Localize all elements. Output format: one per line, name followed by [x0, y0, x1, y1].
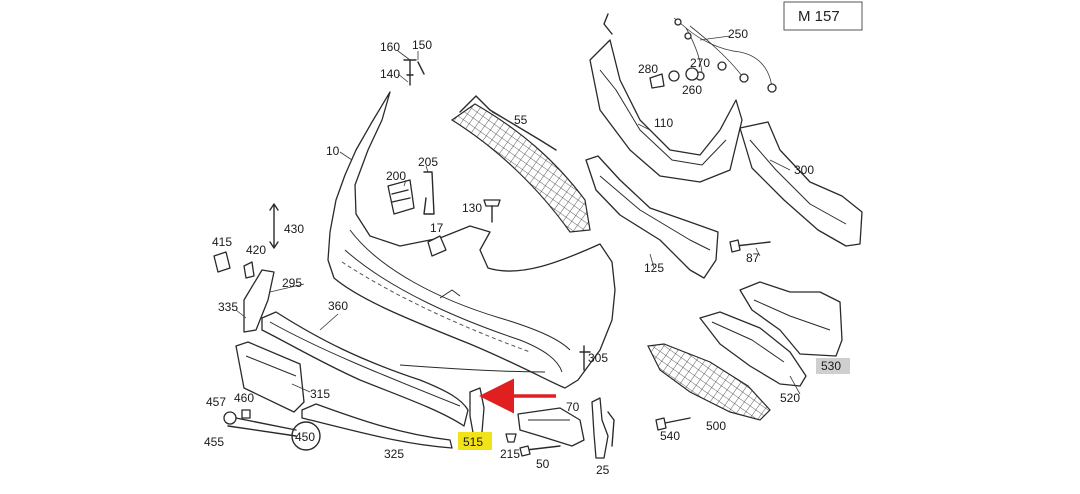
reference-code: M 157 [798, 8, 840, 25]
reference-code-box: M 157 [783, 1, 863, 31]
callout-25: 25 [596, 463, 610, 477]
callout-415: 415 [212, 235, 232, 249]
callout-450: 450 [295, 430, 315, 444]
wire-harness-250 [673, 17, 777, 93]
upper-grille-55 [450, 95, 591, 233]
carrier-110 [589, 13, 743, 183]
callout-270: 270 [690, 56, 710, 70]
callout-420: 420 [246, 243, 266, 257]
callout-125: 125 [644, 261, 664, 275]
pin-130 [483, 199, 501, 223]
callout-260: 260 [682, 83, 702, 97]
absorber-300 [739, 121, 863, 247]
clip-140-150-160 [403, 59, 425, 86]
bumper-cover-part [327, 91, 616, 389]
hardware-450-set [223, 409, 321, 451]
license-plate-holder-315 [235, 341, 305, 413]
callout-205: 205 [418, 155, 438, 169]
clip-305 [579, 345, 591, 371]
chrome-strip-325 [301, 403, 453, 449]
callout-10: 10 [326, 144, 340, 158]
frame-520 [699, 311, 807, 387]
callout-500: 500 [706, 419, 726, 433]
callout-295: 295 [282, 276, 302, 290]
callout-515-highlight [458, 432, 492, 450]
bracket-205 [423, 171, 435, 215]
clip-415 [213, 251, 231, 273]
trim-strip-515 [469, 387, 485, 439]
bolt-87 [729, 239, 771, 253]
callout-150: 150 [412, 38, 432, 52]
callout-315: 315 [310, 387, 330, 401]
callout-215: 215 [500, 447, 520, 461]
callout-460: 460 [234, 391, 254, 405]
callout-250: 250 [728, 27, 748, 41]
bolt-50 [519, 445, 561, 457]
callout-160: 160 [380, 40, 400, 54]
callout-300: 300 [794, 163, 814, 177]
parking-sensor-parts [649, 67, 699, 89]
callout-515: 515 [463, 435, 483, 449]
bracket-70 [517, 407, 585, 447]
callout-130: 130 [462, 201, 482, 215]
callout-325: 325 [384, 447, 404, 461]
sensor-module-200 [387, 179, 415, 215]
callout-55: 55 [514, 113, 528, 127]
clip-17 [427, 235, 447, 257]
callout-70: 70 [566, 400, 580, 414]
callout-540: 540 [660, 429, 680, 443]
bracket-125 [585, 155, 719, 279]
trim-25 [591, 397, 615, 459]
callout-335: 335 [218, 300, 238, 314]
callout-140: 140 [380, 67, 400, 81]
leader-lines [235, 35, 801, 395]
callout-530: 530 [821, 359, 841, 373]
callout-280: 280 [638, 62, 658, 76]
air-guide-530 [739, 281, 843, 357]
callout-50: 50 [536, 457, 550, 471]
dimension-430 [269, 203, 279, 249]
bolt-540 [655, 417, 691, 431]
callout-455: 455 [204, 435, 224, 449]
callout-305: 305 [588, 351, 608, 365]
callout-labels: 160 150 140 10 200 205 130 17 55 250 280… [204, 27, 850, 477]
callout-110: 110 [654, 116, 673, 130]
clip-420 [243, 261, 255, 279]
callout-520: 520 [780, 391, 800, 405]
callout-87: 87 [746, 251, 760, 265]
callout-17: 17 [430, 221, 444, 235]
callout-530-bg [816, 358, 850, 374]
callout-430: 430 [284, 222, 304, 236]
screw-215 [505, 433, 517, 443]
side-bracket-295-335 [243, 269, 275, 333]
callout-360: 360 [328, 299, 348, 313]
callout-200: 200 [386, 169, 406, 183]
callout-457: 457 [206, 395, 226, 409]
lower-moulding-360 [261, 311, 469, 427]
lower-grille-500 [647, 343, 771, 421]
